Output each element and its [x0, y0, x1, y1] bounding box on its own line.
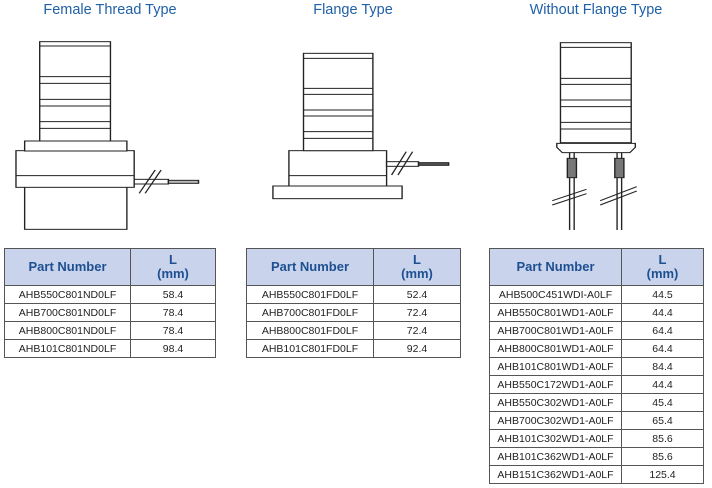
header-l: L(mm) — [621, 248, 704, 286]
table-cell: AHB700C801FD0LF — [246, 303, 374, 322]
table-cell: AHB101C801WD1-A0LF — [489, 357, 622, 376]
table-cell: 45.4 — [621, 393, 704, 412]
header-part-number: Part Number — [4, 248, 131, 286]
table-cell: 64.4 — [621, 339, 704, 358]
flange-sensor-drawing — [272, 52, 450, 200]
table-cell: AHB151C362WD1-A0LF — [489, 465, 622, 484]
table-cell: 78.4 — [130, 321, 216, 340]
header-part-number: Part Number — [489, 248, 622, 286]
table-cell: 65.4 — [621, 411, 704, 430]
table-cell: AHB700C302WD1-A0LF — [489, 411, 622, 430]
table-cell: 72.4 — [373, 321, 461, 340]
table-cell: AHB700C801WD1-A0LF — [489, 321, 622, 340]
table-cell: 44.4 — [621, 375, 704, 394]
table-cell: 98.4 — [130, 339, 216, 358]
title-without-flange: Without Flange Type — [529, 2, 663, 18]
table-cell: 84.4 — [621, 357, 704, 376]
table-cell: AHB550C801FD0LF — [246, 285, 374, 304]
header-l: L(mm) — [130, 248, 216, 286]
table-cell: 92.4 — [373, 339, 461, 358]
header-part-number: Part Number — [246, 248, 374, 286]
title-flange: Flange Type — [313, 2, 393, 18]
table-cell: AHB700C801ND0LF — [4, 303, 131, 322]
table-cell: 52.4 — [373, 285, 461, 304]
table-cell: 125.4 — [621, 465, 704, 484]
table-cell: AHB101C801FD0LF — [246, 339, 374, 358]
table-cell: AHB500C451WDI-A0LF — [489, 285, 622, 304]
table-cell: 44.5 — [621, 285, 704, 304]
without-flange-sensor-drawing — [551, 42, 638, 230]
table-cell: 78.4 — [130, 303, 216, 322]
table-cell: AHB800C801WD1-A0LF — [489, 339, 622, 358]
table-cell: 44.4 — [621, 303, 704, 322]
table-cell: 85.6 — [621, 429, 704, 448]
table-cell: AHB101C362WD1-A0LF — [489, 447, 622, 466]
header-l: L(mm) — [373, 248, 461, 286]
table-cell: 72.4 — [373, 303, 461, 322]
table-cell: 85.6 — [621, 447, 704, 466]
table-cell: AHB550C801WD1-A0LF — [489, 303, 622, 322]
table-cell: AHB550C801ND0LF — [4, 285, 131, 304]
table-cell: AHB101C801ND0LF — [4, 339, 131, 358]
title-female-thread: Female Thread Type — [43, 2, 177, 18]
table-cell: AHB101C302WD1-A0LF — [489, 429, 622, 448]
table-cell: 58.4 — [130, 285, 216, 304]
table-cell: 64.4 — [621, 321, 704, 340]
table-cell: AHB800C801ND0LF — [4, 321, 131, 340]
female-thread-sensor-drawing — [15, 41, 200, 230]
table-cell: AHB550C302WD1-A0LF — [489, 393, 622, 412]
table-cell: AHB800C801FD0LF — [246, 321, 374, 340]
table-cell: AHB550C172WD1-A0LF — [489, 375, 622, 394]
